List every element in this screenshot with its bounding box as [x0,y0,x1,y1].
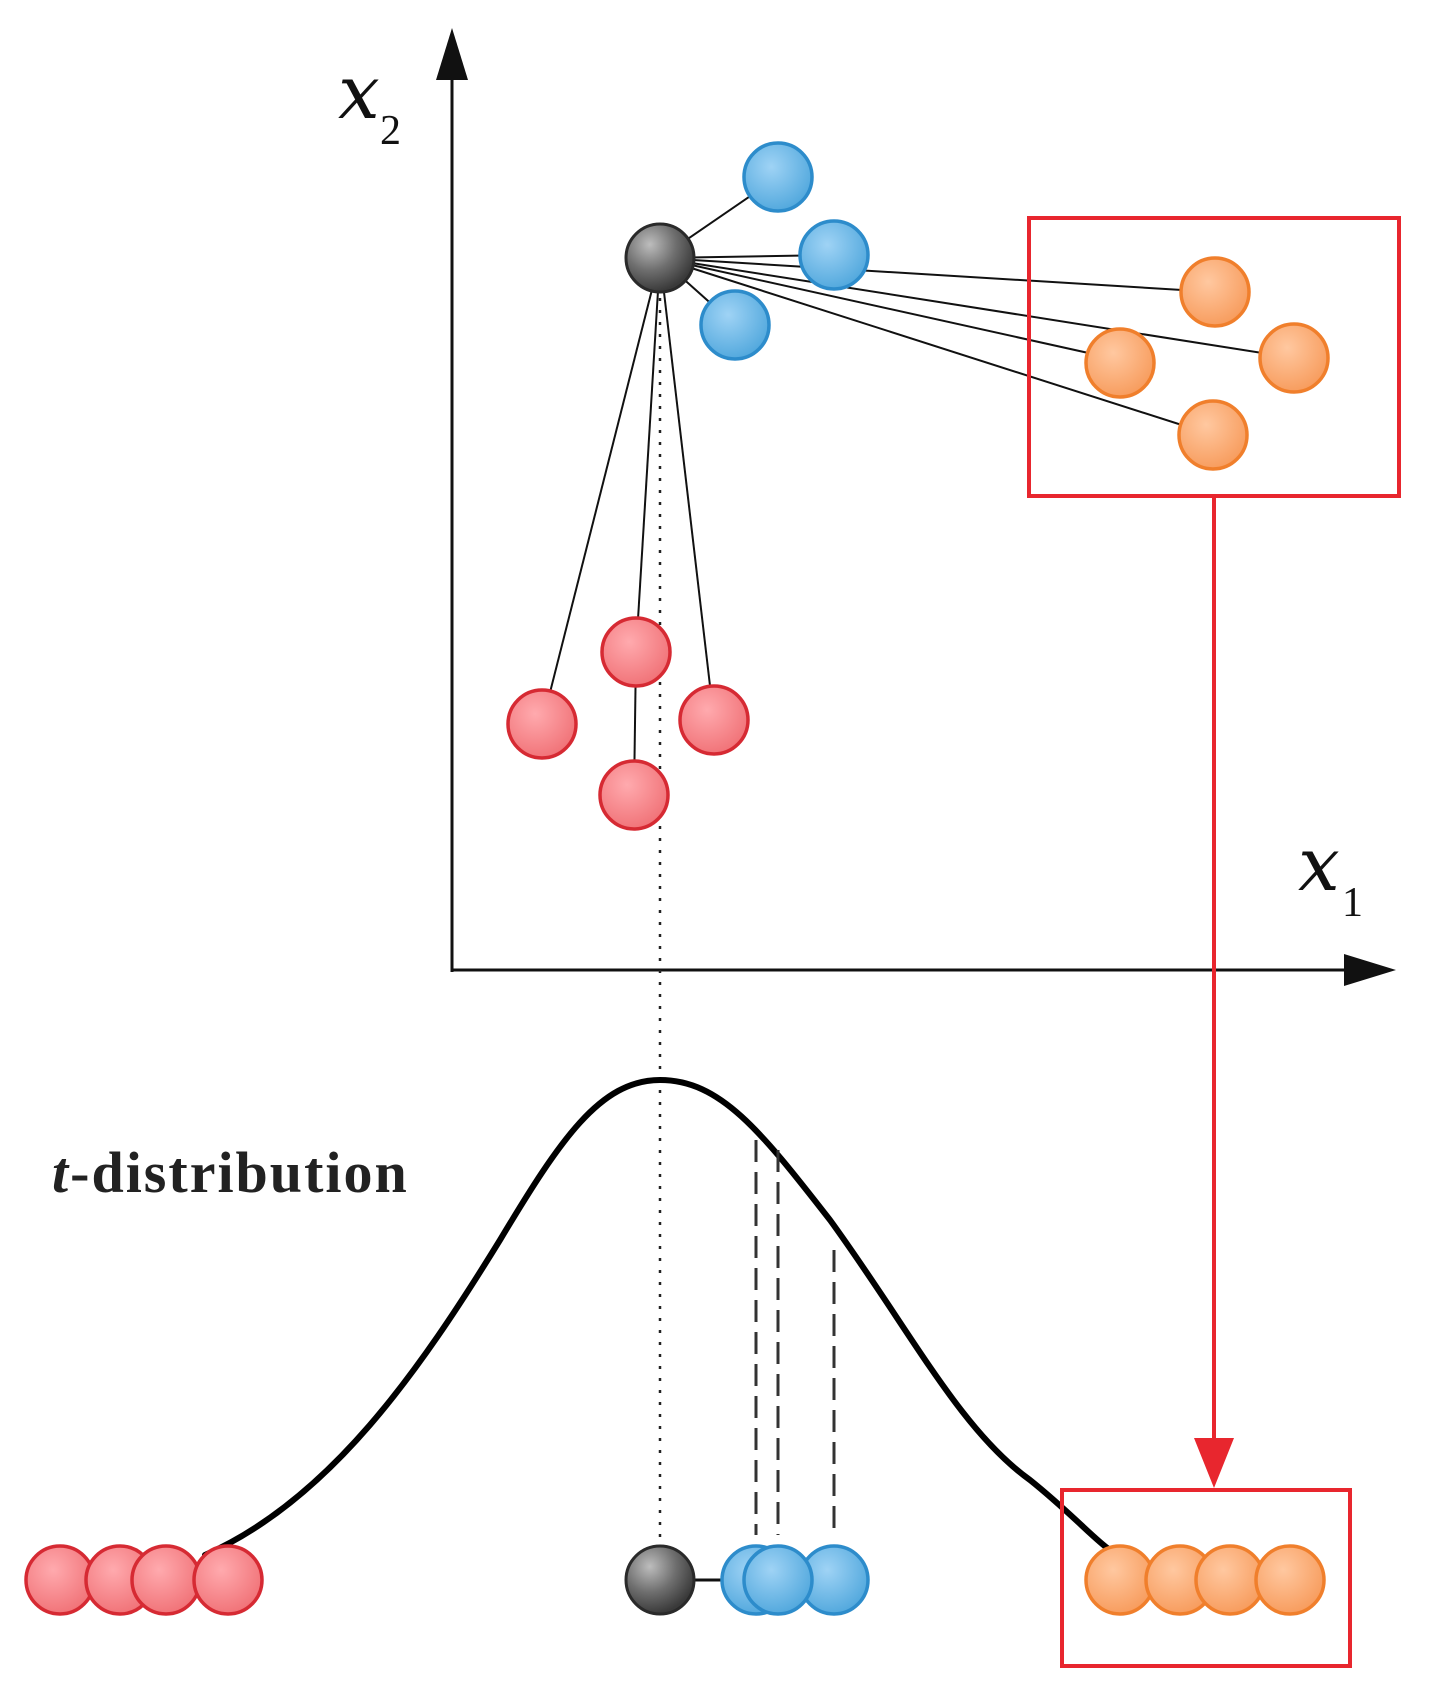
x1-axis-sub: 1 [1342,880,1363,926]
t-distribution-label-rest: -distribution [70,1140,409,1205]
blue-projection-dashed [754,1140,836,1535]
blue-point [699,289,771,361]
link-red-2 [635,257,661,653]
orange-point [1177,399,1249,471]
link-orange-4 [659,257,1214,436]
orange-cluster [1084,256,1330,471]
red-point [600,616,672,688]
orange-point [1084,327,1156,399]
x2-axis-sub: 2 [380,108,401,154]
x2-axis-var: x [338,50,380,136]
red-point [506,688,578,760]
orange-projected-point [1254,1544,1326,1616]
axes [436,28,1396,986]
link-orange-3 [659,257,1295,359]
red-cluster [506,616,750,831]
neighbor-links [541,176,1295,796]
t-distribution-label-italic: t [52,1140,70,1205]
blue-projected-points [720,1544,870,1616]
x1-axis-arrow [1344,954,1396,986]
center-point [624,222,696,294]
blue-cluster [699,141,870,361]
highlight-arrow-head [1194,1438,1234,1488]
highlight-arrow [1194,496,1234,1488]
center-projected-point [624,1544,696,1616]
red-projected-point [192,1544,264,1616]
orange-point [1179,256,1251,328]
orange-projected-highlight-box [1060,1488,1352,1668]
x2-axis-arrow [436,28,468,80]
x2-axis-label: x 2 [338,50,401,154]
red-projected-point [24,1544,96,1616]
red-point [598,759,670,831]
orange-projected-point [1194,1544,1266,1616]
orange-point [1258,322,1330,394]
x1-axis-label: x 1 [1298,822,1363,926]
orange-projected-points [1084,1544,1326,1616]
blue-point [798,219,870,291]
link-orange-2 [659,257,1121,361]
link-orange-1 [659,257,1216,293]
blue-point [742,141,814,213]
x1-axis-var: x [1298,822,1340,908]
red-projected-point [130,1544,202,1616]
orange-projected-point [1084,1544,1156,1616]
t-distribution-label: t-distribution [52,1140,409,1205]
red-point [678,684,750,756]
link-red-3 [659,257,715,721]
t-distribution-curve [202,1076,1113,1558]
red-projected-points [24,1544,264,1616]
blue-projected-point [742,1544,814,1616]
link-red-1 [541,257,661,725]
